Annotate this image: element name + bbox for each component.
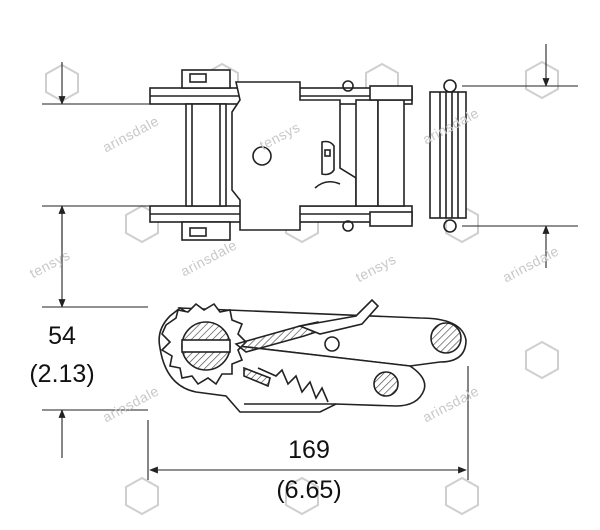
height-dimension-mm: 54 [48,322,76,350]
side-view [158,298,467,413]
length-dimension-mm: 169 [288,436,330,464]
top-view [149,69,467,241]
height-dimension-inch: (2.13) [29,360,95,388]
length-dimension-inch: (6.65) [276,476,342,504]
